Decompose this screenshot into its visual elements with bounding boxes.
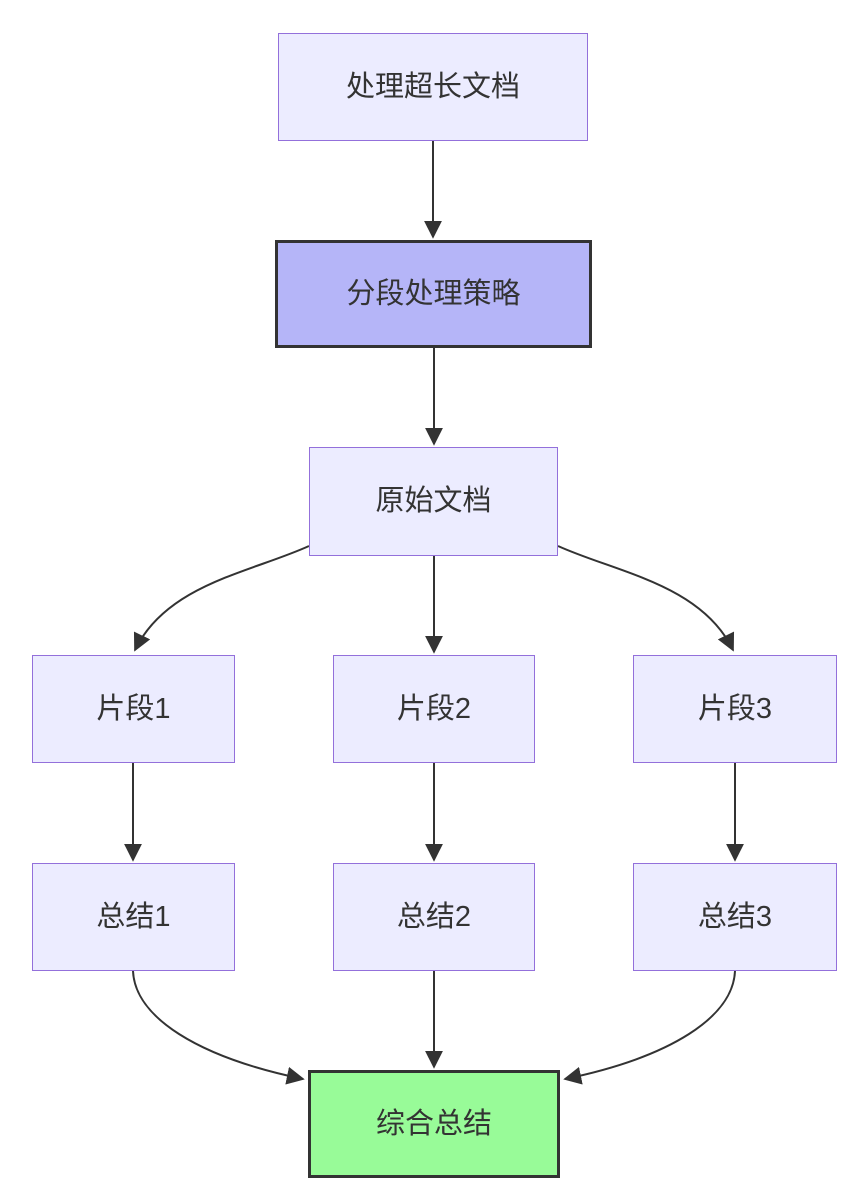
node-process-long-doc: 处理超长文档 [278,33,588,141]
node-original-doc-label: 原始文档 [375,485,492,518]
node-summary-1: 总结1 [32,863,235,971]
edge-summary-1-to-final [132,970,305,1085]
node-process-long-doc-label: 处理超长文档 [345,70,520,103]
node-summary-1-label: 总结1 [96,900,171,933]
node-fragment-1-label: 片段1 [96,692,171,725]
node-summary-2-label: 总结2 [396,900,472,933]
node-summary-3: 总结3 [633,863,837,971]
node-segmentation-strategy-label: 分段处理策略 [346,277,521,310]
edge-doc-to-fragment-3 [557,545,735,652]
edge-summary-3-to-final [563,970,736,1085]
edge-doc-to-fragment-1 [133,545,310,652]
node-fragment-3-label: 片段3 [697,692,773,725]
node-fragment-1: 片段1 [32,655,235,763]
node-fragment-2: 片段2 [333,655,535,763]
node-summary-2: 总结2 [333,863,535,971]
node-fragment-2-label: 片段2 [396,692,472,725]
node-fragment-3: 片段3 [633,655,837,763]
node-final-summary: 综合总结 [308,1070,560,1178]
node-segmentation-strategy: 分段处理策略 [275,240,592,348]
node-original-doc: 原始文档 [309,447,558,556]
node-final-summary-label: 综合总结 [375,1107,492,1140]
node-summary-3-label: 总结3 [697,900,773,933]
